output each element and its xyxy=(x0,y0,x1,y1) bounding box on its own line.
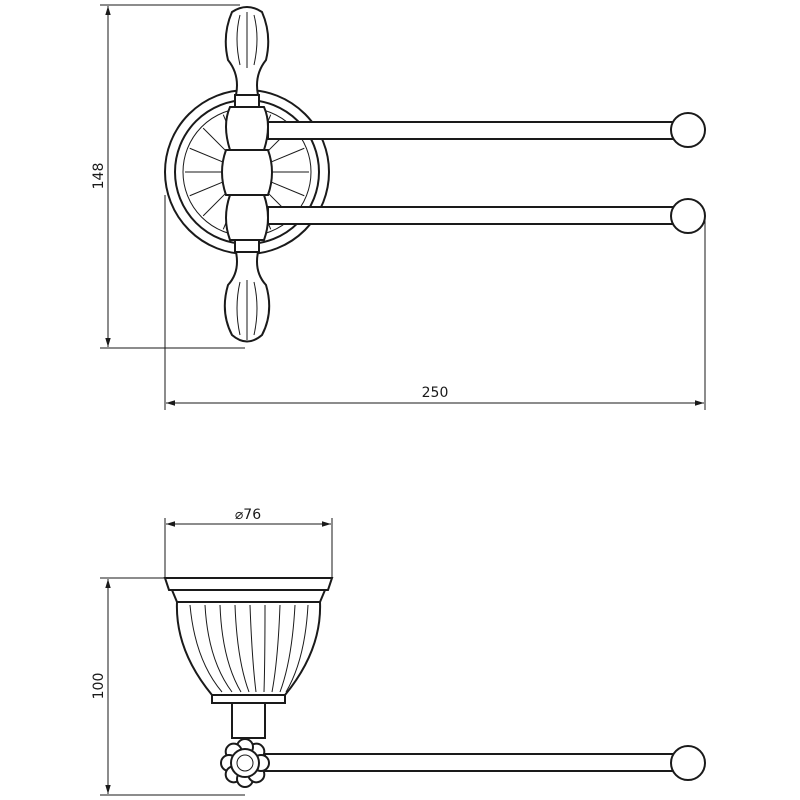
rosette-petal xyxy=(189,147,227,165)
lower-bar-side xyxy=(264,745,706,781)
base-cup xyxy=(163,577,334,739)
rosette-petal xyxy=(267,179,305,197)
dimension-100: 100 xyxy=(91,577,245,796)
dimension-diameter-76: ⌀76 xyxy=(164,507,333,578)
dimension-label-height-side: 100 xyxy=(91,673,107,700)
dimension-148: 148 xyxy=(91,4,245,349)
front-view xyxy=(164,6,706,343)
rosette-petal xyxy=(267,147,305,165)
dimension-label-width-top: 250 xyxy=(422,385,449,401)
swivel-knob xyxy=(220,738,270,788)
dimension-label-height-top: 148 xyxy=(91,163,107,190)
side-view xyxy=(163,577,706,788)
column xyxy=(221,6,273,343)
rosette-petal xyxy=(189,179,227,197)
dimension-label-diameter: ⌀76 xyxy=(235,507,261,523)
lower-bar xyxy=(267,198,706,234)
upper-bar xyxy=(267,112,706,148)
dimension-250: 250 xyxy=(164,195,706,410)
